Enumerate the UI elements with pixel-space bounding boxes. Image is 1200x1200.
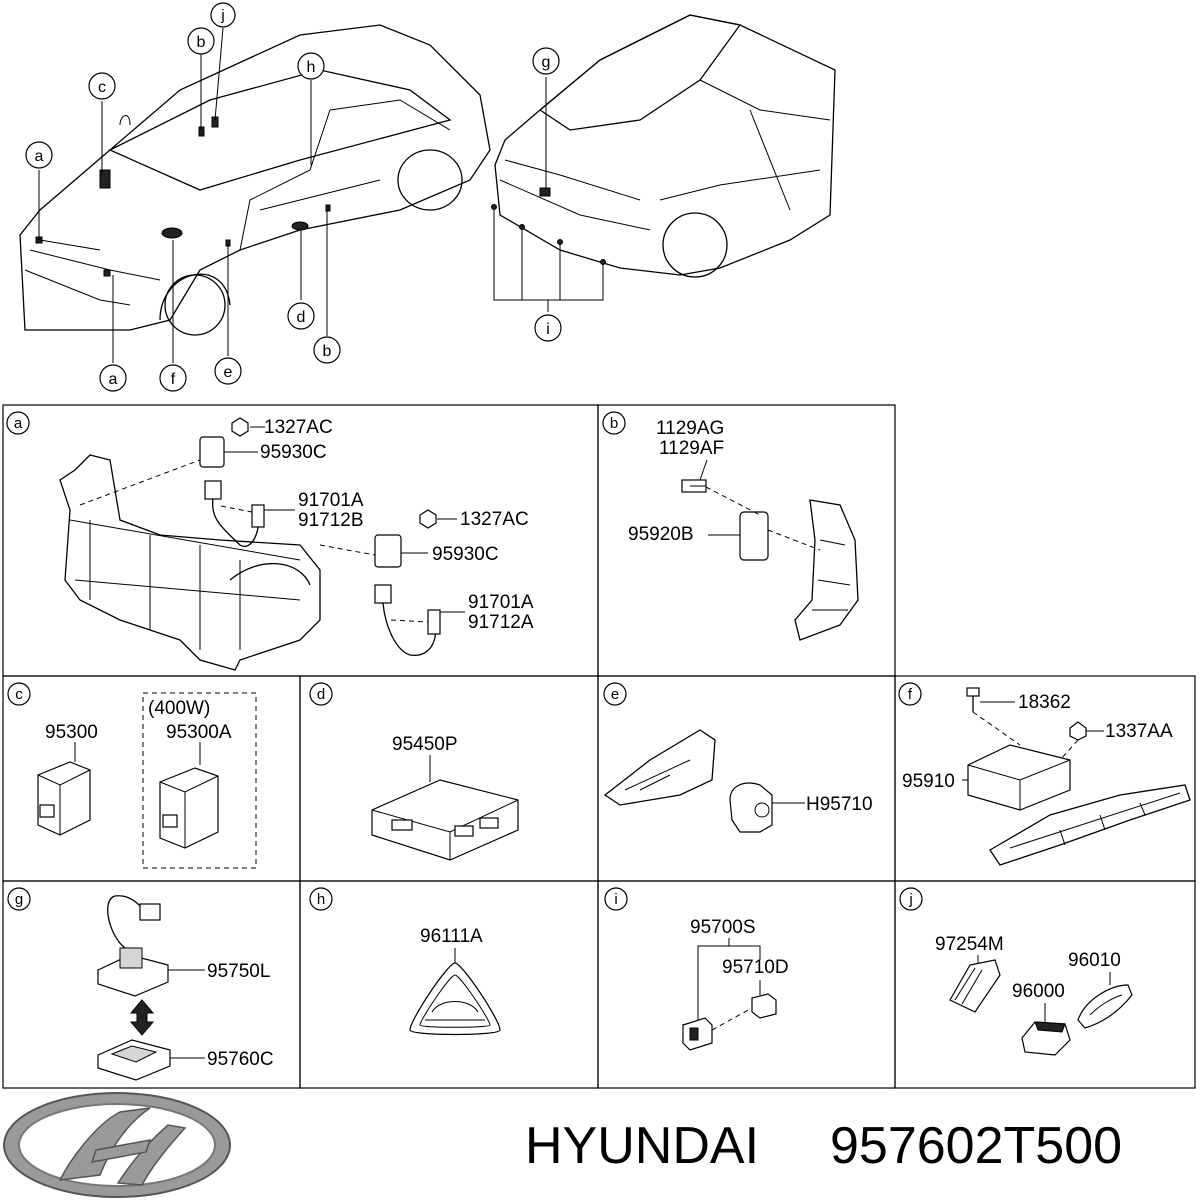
panel-c-letter: c xyxy=(15,686,23,703)
front-car-illustration xyxy=(19,24,491,336)
panel-g: g 95750L 95760C xyxy=(7,887,274,1081)
panel-j-letter: j xyxy=(908,891,912,908)
panel-i: i 95700S 95710D xyxy=(604,887,789,1051)
footer-part-number: 957602T500 xyxy=(830,1117,1122,1175)
label-96000: 96000 xyxy=(1012,981,1065,1002)
callout-e: e xyxy=(224,364,233,381)
panel-c: c 95300 (400W) 95300A xyxy=(7,682,257,869)
label-96010: 96010 xyxy=(1068,950,1121,971)
label-95930C-upper: 95930C xyxy=(260,442,327,463)
callout-g: g xyxy=(542,54,551,71)
callout-b-bottom: b xyxy=(323,343,332,360)
label-1337AA: 1337AA xyxy=(1105,721,1173,742)
callout-i: i xyxy=(546,321,550,338)
label-H95710: H95710 xyxy=(806,794,873,815)
callout-c: c xyxy=(98,79,106,96)
label-95300A: 95300A xyxy=(166,722,232,743)
label-95700S: 95700S xyxy=(690,917,756,938)
label-95450P: 95450P xyxy=(392,734,458,755)
panel-h-letter: h xyxy=(317,891,325,908)
label-18362: 18362 xyxy=(1018,692,1071,713)
panel-g-letter: g xyxy=(15,891,23,908)
rear-car-illustration xyxy=(491,14,836,278)
label-97254M: 97254M xyxy=(935,934,1004,955)
panel-a-letter: a xyxy=(14,415,23,432)
label-1129AF: 1129AF xyxy=(659,438,724,459)
label-95760C: 95760C xyxy=(207,1049,274,1070)
panel-e: e H95710 xyxy=(603,682,873,833)
panel-f-letter: f xyxy=(908,686,913,703)
panel-f: f 18362 1337AA 95910 xyxy=(898,682,1191,866)
panel-e-letter: e xyxy=(611,686,619,703)
callout-h: h xyxy=(307,59,316,76)
label-1327AC-upper: 1327AC xyxy=(264,417,333,438)
label-91701A-upper: 91701A xyxy=(298,490,364,511)
label-91701A-lower: 91701A xyxy=(468,592,534,613)
callout-f: f xyxy=(171,371,176,388)
panel-i-letter: i xyxy=(614,891,617,908)
label-400W: (400W) xyxy=(148,698,210,719)
label-95300: 95300 xyxy=(45,722,98,743)
panel-grid xyxy=(2,404,1196,1089)
panel-j: j 97254M 96010 96000 xyxy=(899,887,1133,1056)
callout-a-top: a xyxy=(35,148,44,165)
label-96111A: 96111A xyxy=(420,926,483,947)
callout-b-top: b xyxy=(197,34,206,51)
label-91712B: 91712B xyxy=(298,510,364,531)
label-1129AG: 1129AG xyxy=(656,418,724,439)
footer-brand: HYUNDAI xyxy=(525,1117,759,1175)
panel-b: b 1129AG 1129AF 95920B xyxy=(602,411,859,641)
overview-callouts: a b c h j a f e d b g i xyxy=(25,2,604,392)
label-95930C-lower: 95930C xyxy=(432,544,499,565)
label-1327AC-lower: 1327AC xyxy=(460,509,529,530)
label-95910: 95910 xyxy=(902,771,955,792)
double-arrow-icon xyxy=(129,999,155,1036)
callout-a-bottom: a xyxy=(109,371,118,388)
panel-a: a 1327AC 95930C 91701A 91712B 1327AC 959… xyxy=(6,411,534,671)
panel-d-letter: d xyxy=(317,686,325,703)
panel-d: d 95450P xyxy=(309,682,519,861)
callout-d: d xyxy=(297,309,306,326)
label-95750L: 95750L xyxy=(207,961,270,982)
hyundai-logo-icon xyxy=(3,1092,231,1198)
callout-j: j xyxy=(220,7,224,24)
panel-h: h 96111A xyxy=(309,887,501,1036)
label-91712A: 91712A xyxy=(468,612,534,633)
panel-b-letter: b xyxy=(610,415,618,432)
label-95710D: 95710D xyxy=(722,957,789,978)
label-95920B: 95920B xyxy=(628,524,694,545)
